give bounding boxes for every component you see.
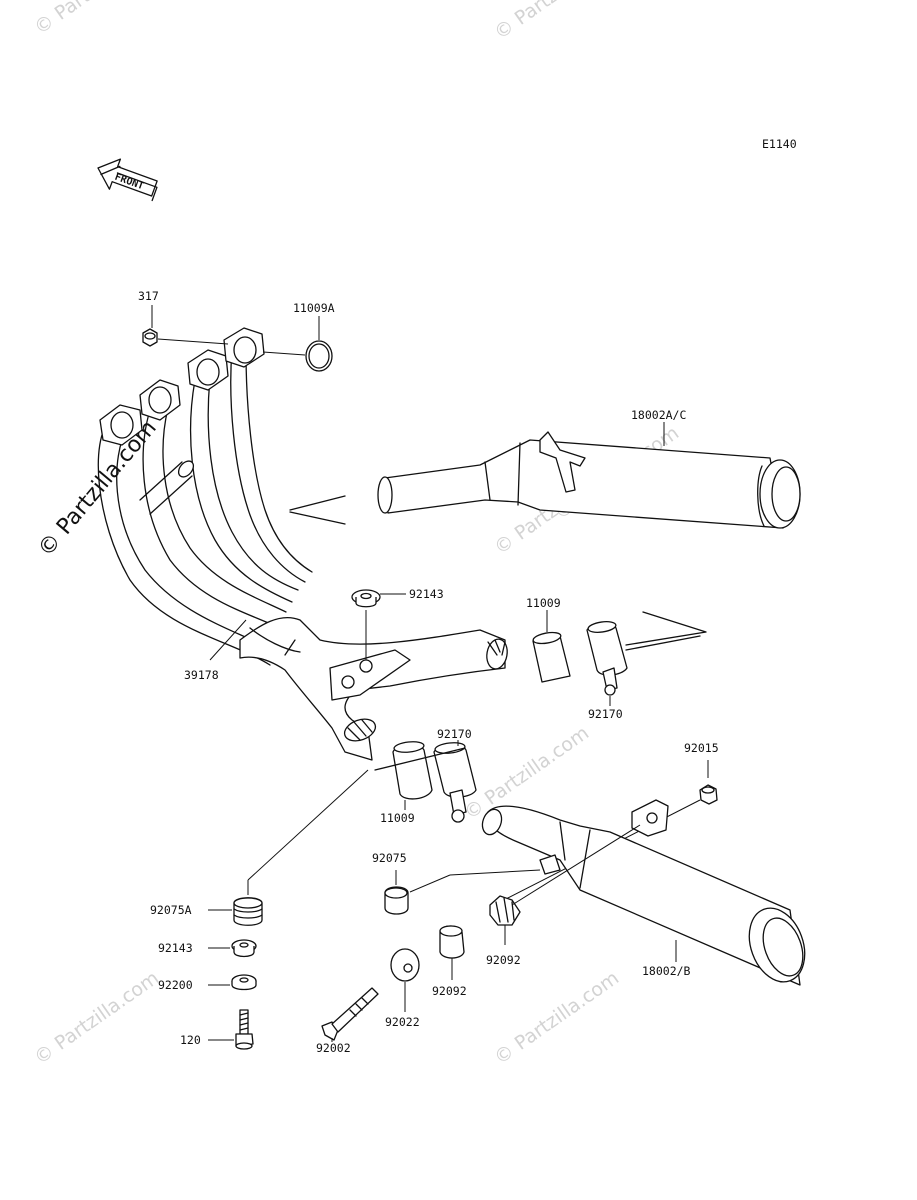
watermark: © Partzilla.com: [30, 0, 163, 39]
part-label-18002AC: 18002A/C: [631, 408, 686, 422]
clamp-92170-upper: [586, 621, 628, 696]
part-label-92075A: 92075A: [150, 903, 192, 917]
part-label-39178: 39178: [184, 668, 219, 682]
gasket-11009A: [305, 340, 333, 372]
part-label-11009A: 11009A: [293, 301, 335, 315]
part-label-92002: 92002: [316, 1041, 351, 1055]
clamp-92170-lower: [433, 742, 477, 823]
exhaust-header-pipe: [97, 327, 508, 761]
front-arrow-icon: FRONT: [97, 158, 158, 202]
part-label-11009: 11009: [526, 596, 561, 610]
muffler-18002AC: [289, 431, 801, 529]
watermark: © Partzilla.com: [30, 967, 163, 1069]
part-label-92075: 92075: [372, 851, 407, 865]
part-label-317: 317: [138, 289, 159, 303]
diagram-code: E1140: [762, 137, 797, 151]
header-flange: [187, 349, 229, 391]
part-label-92092: 92092: [432, 984, 467, 998]
part-label-120: 120: [180, 1033, 201, 1047]
rubber-92075A: [233, 897, 263, 926]
damper-92092-right: [489, 895, 521, 926]
washer-92200: [231, 974, 257, 991]
header-flange: [139, 379, 181, 421]
damper-92092-mid: [439, 925, 465, 959]
part-label-92170: 92170: [437, 727, 472, 741]
part-label-18002B: 18002/B: [642, 964, 691, 978]
nut-92015: [699, 784, 718, 805]
part-label-92022: 92022: [385, 1015, 420, 1029]
part-label-92170: 92170: [588, 707, 623, 721]
header-flange: [99, 404, 143, 446]
gasket-11009-upper: [532, 631, 571, 683]
bolt-120: [235, 1009, 254, 1050]
header-flange: [223, 327, 265, 368]
part-label-92092: 92092: [486, 953, 521, 967]
collar-92075: [384, 886, 409, 915]
part-label-92015: 92015: [684, 741, 719, 755]
part-label-92143: 92143: [158, 941, 193, 955]
watermark: © Partzilla.com: [490, 0, 623, 44]
muffler-18002B: [481, 799, 806, 986]
watermark: © Partzilla.com: [490, 967, 623, 1069]
part-label-92143: 92143: [409, 587, 444, 601]
gasket-11009-lower: [392, 741, 433, 800]
part-label-11009: 11009: [380, 811, 415, 825]
part-labels: 317 11009A 18002A/C 92143 11009 39178 92…: [138, 289, 719, 1055]
bolt-92002: [321, 987, 379, 1041]
side-watermark: © Partzilla.com: [33, 416, 161, 562]
nut-317: [142, 328, 158, 347]
grommet-92143-lower: [231, 939, 257, 958]
washer-92022: [390, 948, 420, 982]
grommet-92143-top: [351, 589, 381, 608]
part-label-92200: 92200: [158, 978, 193, 992]
watermarks: © Partzilla.com © Partzilla.com © Partzi…: [30, 0, 683, 1069]
